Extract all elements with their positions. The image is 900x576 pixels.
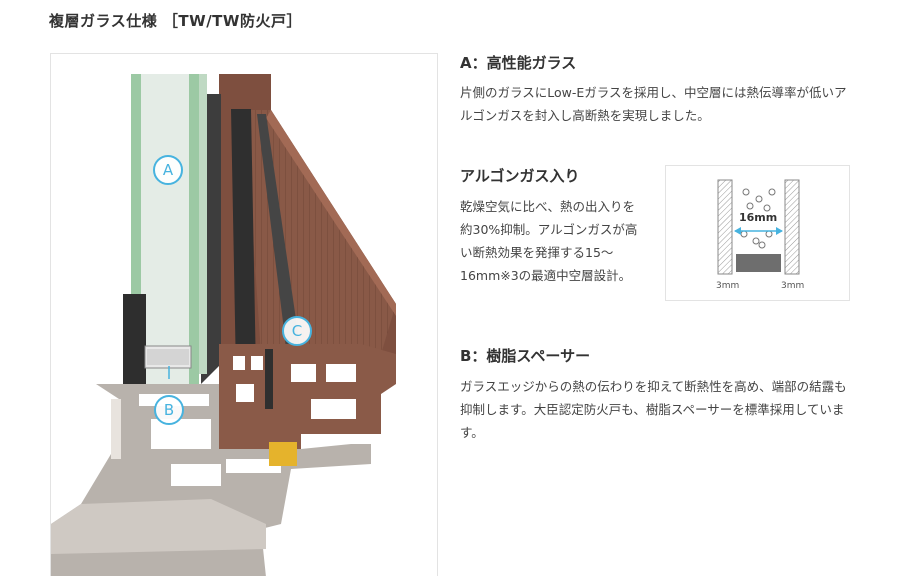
gap-width-label: 16mm — [739, 211, 778, 224]
section-argon-heading: アルゴンガス入り — [460, 167, 580, 185]
right-pane-thickness-label: 3mm — [781, 281, 805, 291]
argon-gap-diagram: 16mm 3mm 3mm — [665, 165, 850, 301]
section-a-body: 片側のガラスにLow-Eガラスを採用し、中空層には熱伝導率が低いアルゴンガスを封… — [460, 85, 847, 123]
page-title: 複層ガラス仕様 ［TW/TW防火戸］ — [49, 12, 302, 30]
callout-b: B — [154, 395, 184, 425]
left-pane-thickness-label: 3mm — [716, 281, 740, 291]
section-b-body: ガラスエッジからの熱の伝わりを抑えて断熱性を高め、端部の結露も抑制します。大臣認… — [460, 379, 847, 440]
window-cross-section-figure: A B C — [50, 53, 438, 576]
window-cross-section-illustration — [51, 74, 396, 576]
section-b-heading: B：樹脂スペーサー — [460, 347, 591, 365]
section-a-heading: A：高性能ガラス — [460, 54, 577, 72]
section-argon-body: 乾燥空気に比べ、熱の出入りを約30%抑制。アルゴンガスが高い断熱効果を発揮する1… — [460, 199, 638, 283]
callout-c: C — [282, 316, 312, 346]
callout-a: A — [153, 155, 183, 185]
